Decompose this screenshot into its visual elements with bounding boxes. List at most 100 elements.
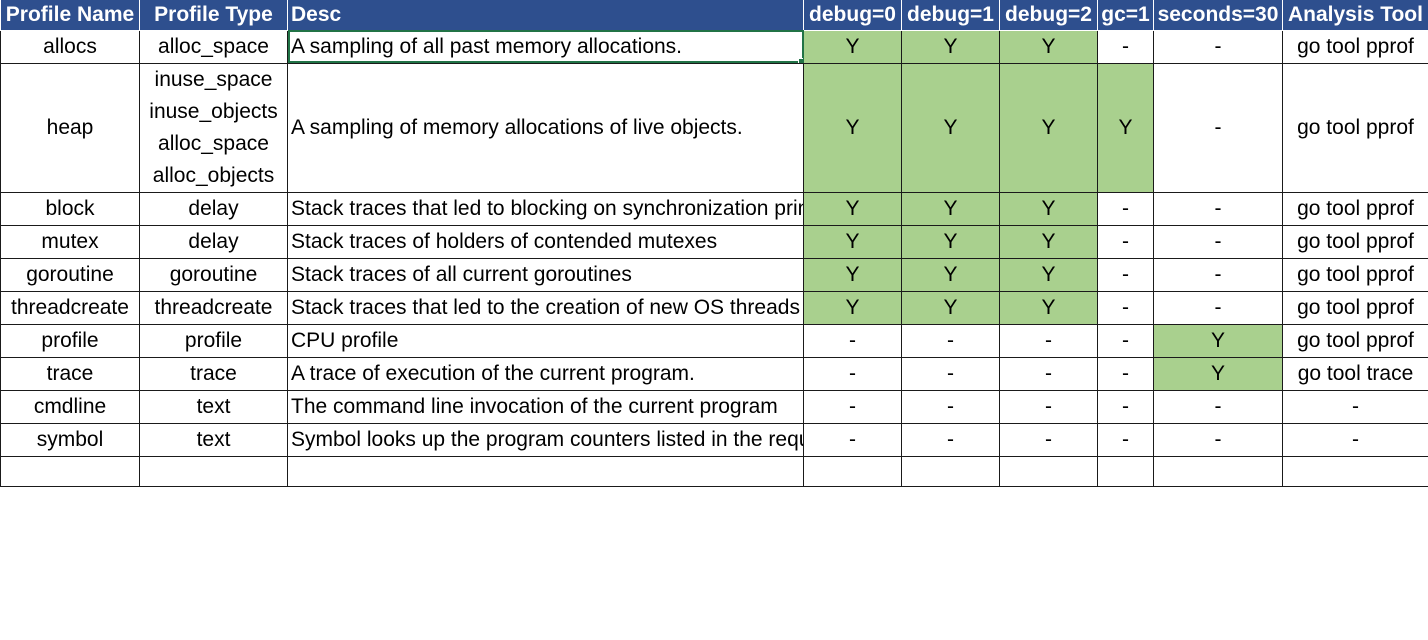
cell-gc1[interactable]: -	[1097, 29, 1154, 64]
cell-analysis-tool[interactable]: go tool pprof	[1282, 224, 1428, 259]
cell-gc1[interactable]: -	[1097, 389, 1154, 424]
cell-debug1[interactable]: Y	[901, 257, 1000, 292]
cell-debug1[interactable]: -	[901, 389, 1000, 424]
cell-debug0[interactable]: Y	[803, 29, 902, 64]
cell-seconds30[interactable]: -	[1153, 290, 1283, 325]
cell-seconds30[interactable]: Y	[1153, 356, 1283, 391]
cell-debug0[interactable]: Y	[803, 290, 902, 325]
cell-debug0[interactable]: -	[803, 422, 902, 457]
cell-gc1[interactable]: -	[1097, 290, 1154, 325]
cell-debug2[interactable]: Y	[999, 290, 1098, 325]
cell-analysis-tool[interactable]: go tool pprof	[1282, 257, 1428, 292]
cell-debug1[interactable]: -	[901, 422, 1000, 457]
cell-profile-type[interactable]: goroutine	[139, 257, 288, 292]
cell-profile-name[interactable]: threadcreate	[0, 290, 140, 325]
cell-debug0[interactable]: -	[803, 323, 902, 358]
cell-debug1[interactable]: Y	[901, 191, 1000, 226]
cell-profile-name[interactable]: profile	[0, 323, 140, 358]
cell-debug2[interactable]: -	[999, 422, 1098, 457]
cell-profile-type[interactable]: delay	[139, 191, 288, 226]
empty-cell[interactable]	[0, 455, 140, 487]
cell-seconds30[interactable]: -	[1153, 62, 1283, 193]
header-debug0[interactable]: debug=0	[803, 0, 902, 31]
cell-debug2[interactable]: -	[999, 323, 1098, 358]
cell-desc[interactable]: Stack traces that led to blocking on syn…	[287, 191, 804, 226]
cell-profile-type[interactable]: inuse_space inuse_objects alloc_space al…	[139, 62, 288, 193]
cell-seconds30[interactable]: -	[1153, 422, 1283, 457]
cell-seconds30[interactable]: Y	[1153, 323, 1283, 358]
empty-cell[interactable]	[999, 455, 1098, 487]
empty-cell[interactable]	[901, 455, 1000, 487]
cell-debug0[interactable]: Y	[803, 62, 902, 193]
cell-desc[interactable]: Symbol looks up the program counters lis…	[287, 422, 804, 457]
cell-profile-type[interactable]: profile	[139, 323, 288, 358]
cell-analysis-tool[interactable]: -	[1282, 389, 1428, 424]
empty-cell[interactable]	[1282, 455, 1428, 487]
header-analysis-tool[interactable]: Analysis Tool	[1282, 0, 1428, 31]
cell-debug1[interactable]: Y	[901, 62, 1000, 193]
cell-profile-name[interactable]: symbol	[0, 422, 140, 457]
cell-debug0[interactable]: Y	[803, 191, 902, 226]
cell-seconds30[interactable]: -	[1153, 257, 1283, 292]
cell-debug1[interactable]: Y	[901, 224, 1000, 259]
header-gc1[interactable]: gc=1	[1097, 0, 1154, 31]
cell-profile-type[interactable]: alloc_space	[139, 29, 288, 64]
header-desc[interactable]: Desc	[287, 0, 804, 31]
header-profile-type[interactable]: Profile Type	[139, 0, 288, 31]
cell-debug2[interactable]: -	[999, 389, 1098, 424]
cell-seconds30[interactable]: -	[1153, 389, 1283, 424]
cell-profile-name[interactable]: heap	[0, 62, 140, 193]
cell-desc[interactable]: A sampling of memory allocations of live…	[287, 62, 804, 193]
cell-profile-type[interactable]: text	[139, 422, 288, 457]
cell-analysis-tool[interactable]: go tool pprof	[1282, 290, 1428, 325]
cell-debug1[interactable]: Y	[901, 290, 1000, 325]
cell-gc1[interactable]: -	[1097, 356, 1154, 391]
cell-seconds30[interactable]: -	[1153, 191, 1283, 226]
cell-analysis-tool[interactable]: go tool pprof	[1282, 323, 1428, 358]
cell-gc1[interactable]: -	[1097, 422, 1154, 457]
cell-profile-name[interactable]: block	[0, 191, 140, 226]
cell-debug2[interactable]: Y	[999, 62, 1098, 193]
cell-desc[interactable]: Stack traces that led to the creation of…	[287, 290, 804, 325]
cell-profile-type[interactable]: trace	[139, 356, 288, 391]
cell-profile-name[interactable]: allocs	[0, 29, 140, 64]
cell-seconds30[interactable]: -	[1153, 29, 1283, 64]
cell-gc1[interactable]: -	[1097, 224, 1154, 259]
cell-gc1[interactable]: -	[1097, 323, 1154, 358]
cell-profile-type[interactable]: threadcreate	[139, 290, 288, 325]
cell-analysis-tool[interactable]: -	[1282, 422, 1428, 457]
cell-profile-name[interactable]: mutex	[0, 224, 140, 259]
fill-handle[interactable]	[798, 57, 803, 62]
cell-profile-name[interactable]: cmdline	[0, 389, 140, 424]
cell-desc[interactable]: A trace of execution of the current prog…	[287, 356, 804, 391]
cell-analysis-tool[interactable]: go tool trace	[1282, 356, 1428, 391]
cell-analysis-tool[interactable]: go tool pprof	[1282, 191, 1428, 226]
cell-desc[interactable]: The command line invocation of the curre…	[287, 389, 804, 424]
empty-cell[interactable]	[1097, 455, 1154, 487]
cell-debug0[interactable]: -	[803, 389, 902, 424]
cell-analysis-tool[interactable]: go tool pprof	[1282, 29, 1428, 64]
empty-cell[interactable]	[1153, 455, 1283, 487]
cell-desc[interactable]: Stack traces of all current goroutines	[287, 257, 804, 292]
header-debug2[interactable]: debug=2	[999, 0, 1098, 31]
empty-cell[interactable]	[803, 455, 902, 487]
empty-cell[interactable]	[139, 455, 288, 487]
cell-profile-name[interactable]: goroutine	[0, 257, 140, 292]
cell-gc1[interactable]: -	[1097, 191, 1154, 226]
header-debug1[interactable]: debug=1	[901, 0, 1000, 31]
cell-desc-selected[interactable]: A sampling of all past memory allocation…	[287, 29, 804, 64]
cell-debug2[interactable]: Y	[999, 191, 1098, 226]
cell-desc[interactable]: Stack traces of holders of contended mut…	[287, 224, 804, 259]
empty-cell[interactable]	[287, 455, 804, 487]
cell-debug2[interactable]: Y	[999, 224, 1098, 259]
header-profile-name[interactable]: Profile Name	[0, 0, 140, 31]
cell-debug2[interactable]: Y	[999, 29, 1098, 64]
cell-debug0[interactable]: Y	[803, 257, 902, 292]
cell-seconds30[interactable]: -	[1153, 224, 1283, 259]
cell-profile-name[interactable]: trace	[0, 356, 140, 391]
cell-analysis-tool[interactable]: go tool pprof	[1282, 62, 1428, 193]
cell-debug0[interactable]: -	[803, 356, 902, 391]
cell-gc1[interactable]: Y	[1097, 62, 1154, 193]
cell-gc1[interactable]: -	[1097, 257, 1154, 292]
cell-debug0[interactable]: Y	[803, 224, 902, 259]
